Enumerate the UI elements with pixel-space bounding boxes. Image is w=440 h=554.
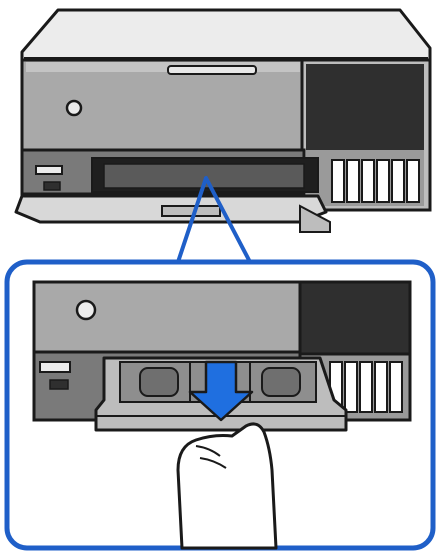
printer-overview (16, 10, 430, 232)
printer-lid (22, 10, 430, 62)
power-button-icon (67, 101, 81, 115)
printer-front-panel (22, 60, 304, 152)
power-button-icon (77, 301, 95, 319)
control-screen (306, 64, 424, 150)
hand-icon (178, 424, 276, 548)
